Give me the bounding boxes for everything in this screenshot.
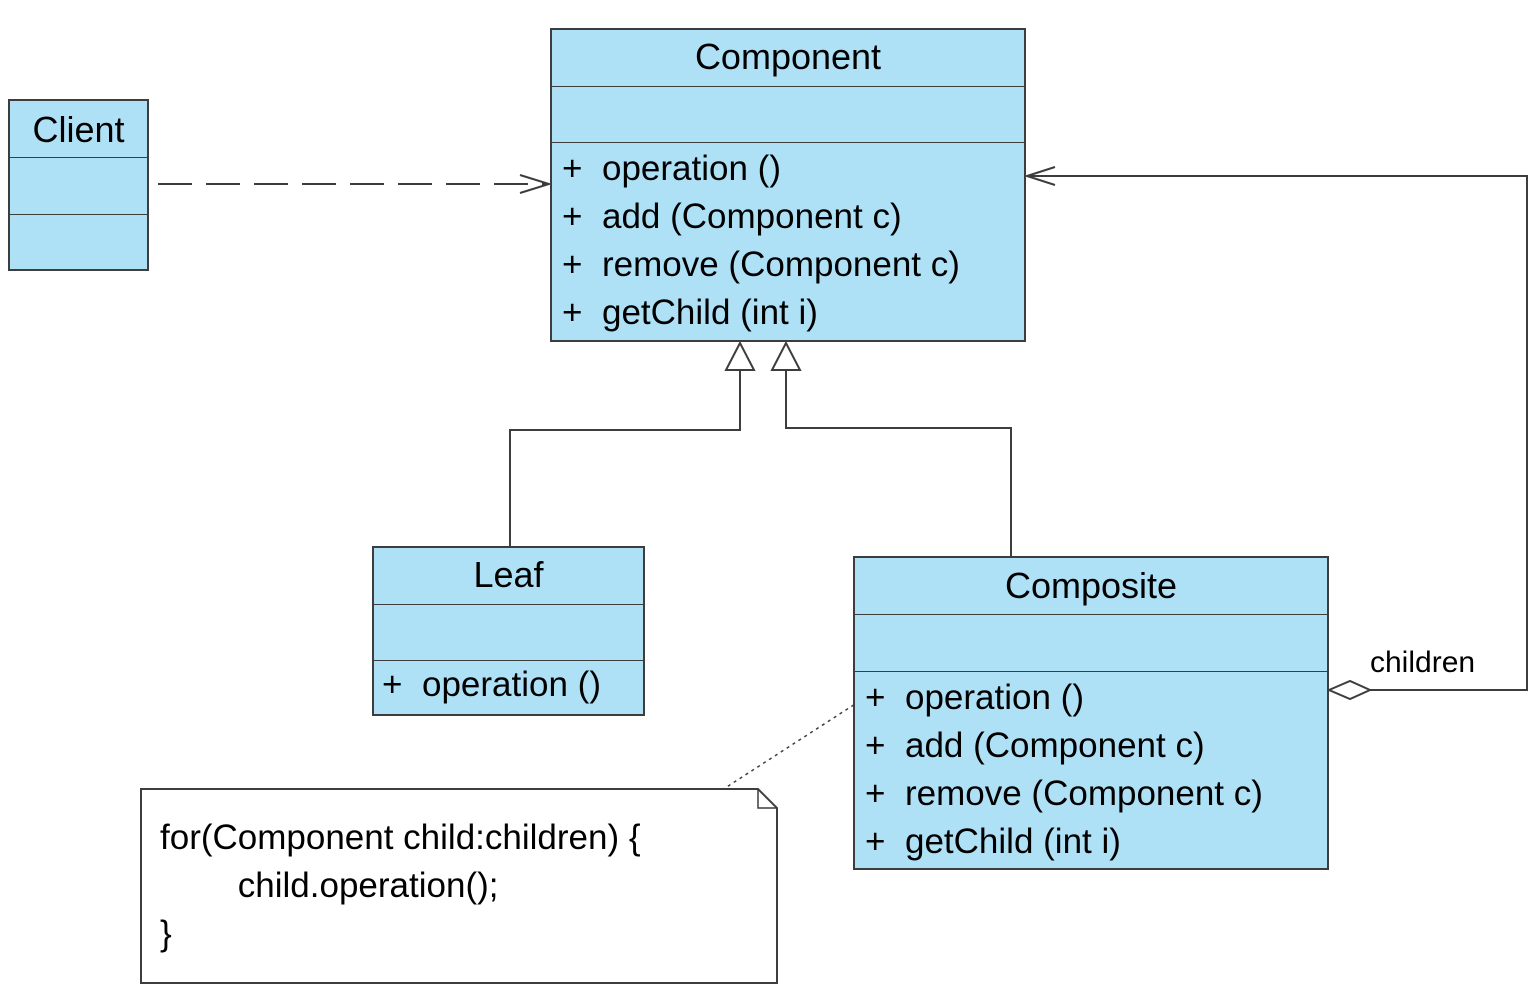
leaf-operations: + operation ()	[374, 661, 643, 713]
note-line: }	[160, 914, 172, 953]
component-op-row: + add (Component c)	[562, 197, 1024, 245]
leaf-attributes	[374, 605, 643, 661]
component-operations: + operation () + add (Component c) + rem…	[552, 143, 1024, 341]
composite-op-row: + add (Component c)	[865, 726, 1327, 774]
component-class[interactable]: Component + operation () + add (Componen…	[550, 28, 1026, 342]
op-signature: operation ()	[422, 665, 601, 704]
leaf-class-name: Leaf	[374, 548, 643, 605]
client-attributes	[10, 158, 147, 215]
op-signature: remove (Component c)	[905, 774, 1263, 813]
component-op-row: + remove (Component c)	[562, 245, 1024, 293]
code-note[interactable]: for(Component child:children) { child.op…	[140, 788, 778, 984]
op-visibility: +	[865, 678, 886, 717]
op-visibility: +	[865, 822, 886, 861]
op-signature: operation ()	[905, 678, 1084, 717]
leaf-generalization-arrowhead	[724, 340, 756, 371]
aggregation-arrowhead	[1023, 166, 1056, 186]
op-signature: getChild (int i)	[602, 293, 818, 332]
op-signature: add (Component c)	[905, 726, 1205, 765]
component-op-row: + operation ()	[562, 149, 1024, 197]
aggregation-line	[1027, 175, 1528, 691]
component-op-row: + getChild (int i)	[562, 293, 1024, 341]
composite-generalization-line	[785, 370, 1012, 556]
composite-operations: + operation () + add (Component c) + rem…	[855, 672, 1327, 870]
leaf-class[interactable]: Leaf + operation ()	[372, 546, 645, 716]
op-visibility: +	[562, 149, 583, 188]
composite-class-name: Composite	[855, 558, 1327, 615]
composite-op-row: + getChild (int i)	[865, 822, 1327, 870]
op-visibility: +	[562, 293, 583, 332]
note-line: for(Component child:children) {	[160, 818, 641, 857]
note-shape	[140, 788, 778, 984]
client-class-name: Client	[10, 101, 147, 158]
dependency-arrowhead	[519, 174, 553, 194]
op-signature: add (Component c)	[602, 197, 902, 236]
op-signature: getChild (int i)	[905, 822, 1121, 861]
composite-class[interactable]: Composite + operation () + add (Componen…	[853, 556, 1329, 870]
note-anchor-line	[721, 696, 867, 791]
composite-op-row: + operation ()	[865, 678, 1327, 726]
note-line: child.operation();	[160, 866, 499, 905]
component-attributes	[552, 87, 1024, 143]
note-text: for(Component child:children) { child.op…	[160, 814, 641, 958]
aggregation-diamond	[1326, 679, 1373, 701]
op-signature: remove (Component c)	[602, 245, 960, 284]
op-signature: operation ()	[602, 149, 781, 188]
leaf-op-row: + operation ()	[382, 665, 643, 713]
client-class[interactable]: Client	[8, 99, 149, 271]
component-class-name: Component	[552, 30, 1024, 87]
op-visibility: +	[865, 726, 886, 765]
op-visibility: +	[865, 774, 886, 813]
op-visibility: +	[562, 245, 583, 284]
composite-generalization-arrowhead	[770, 340, 802, 371]
op-visibility: +	[382, 665, 403, 704]
composite-attributes	[855, 615, 1327, 672]
composite-op-row: + remove (Component c)	[865, 774, 1327, 822]
op-visibility: +	[562, 197, 583, 236]
leaf-generalization-line	[509, 370, 741, 546]
aggregation-role-label: children	[1370, 646, 1476, 679]
